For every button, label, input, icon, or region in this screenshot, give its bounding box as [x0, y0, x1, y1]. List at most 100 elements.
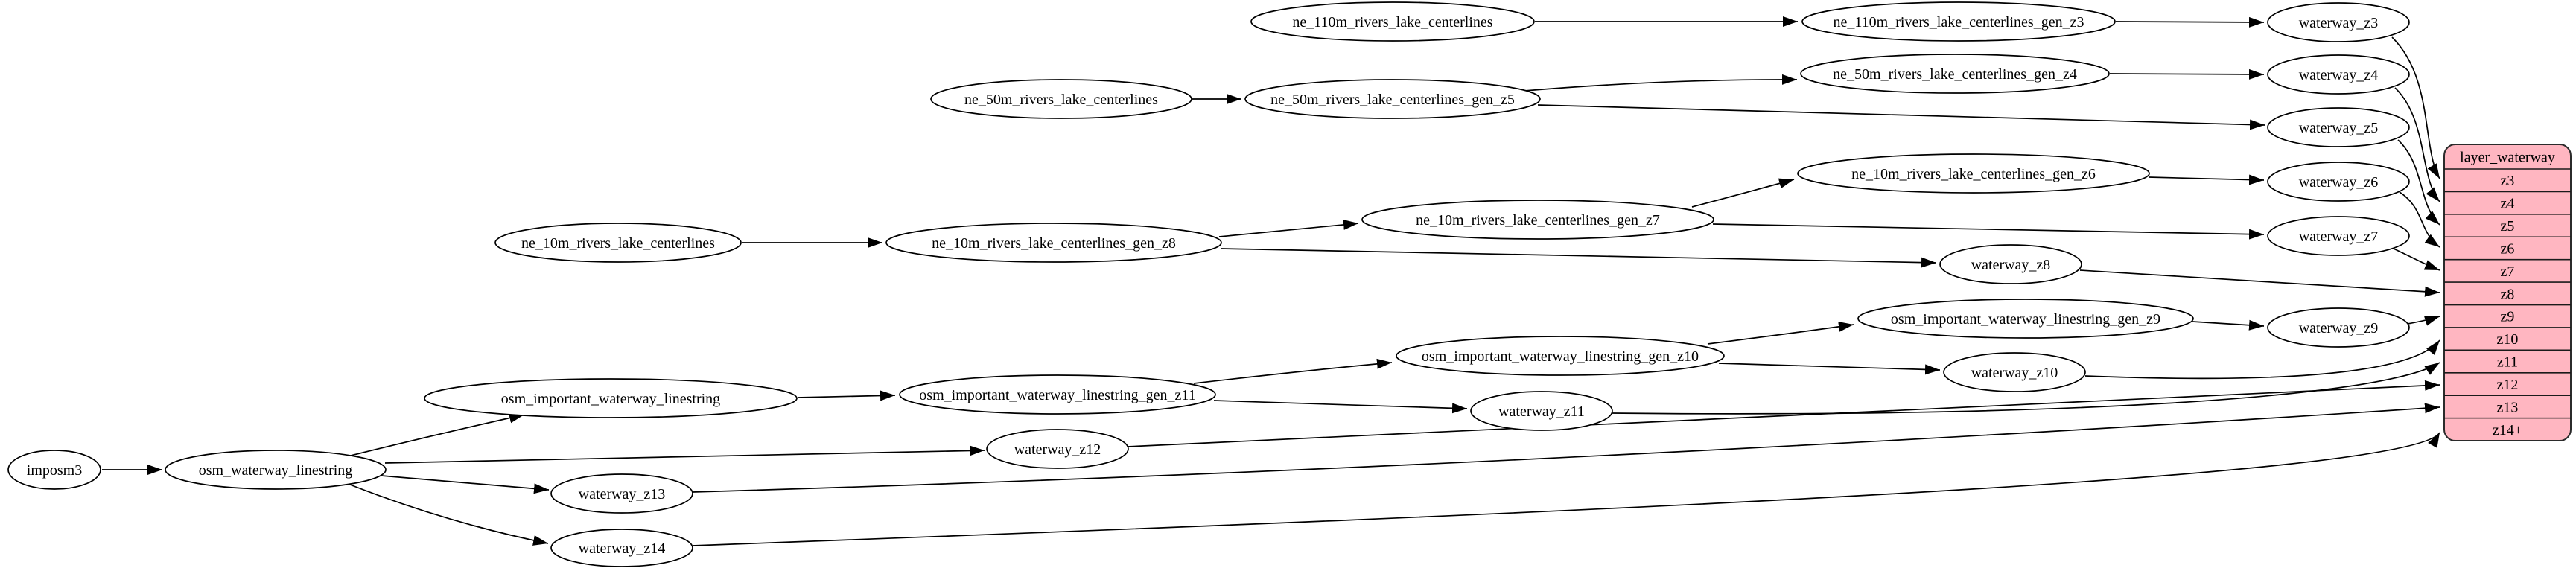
- edge-osm_important_waterway_linestring_gen_z10-to-waterway_z10: [1718, 363, 1941, 375]
- node-ellipse-waterway_z8: [1939, 244, 2082, 284]
- table-row-z8: z8: [2501, 286, 2515, 302]
- node-ellipse-ne_10m_rivers_lake_centerlines_gen_z6: [1797, 153, 2150, 194]
- edge-ne_10m_rivers_lake_centerlines_gen_z7-to-ne_10m_rivers_lake_centerlines_gen_z6: [1691, 178, 1795, 208]
- table-row-z3: z3: [2501, 173, 2515, 189]
- node-ne_10m_rivers_lake_centerlines_gen_z6: ne_10m_rivers_lake_centerlines_gen_z6: [1797, 153, 2150, 194]
- node-label-ne_50m_rivers_lake_centerlines_gen_z4: ne_50m_rivers_lake_centerlines_gen_z4: [1833, 66, 2077, 83]
- edge-osm_important_waterway_linestring_gen_z9-to-waterway_z9: [2192, 319, 2265, 331]
- node-label-ne_10m_rivers_lake_centerlines_gen_z6: ne_10m_rivers_lake_centerlines_gen_z6: [1851, 166, 2096, 182]
- node-ellipse-waterway_z4: [2267, 54, 2410, 95]
- node-ellipse-waterway_z10: [1943, 352, 2086, 392]
- node-ellipse-ne_50m_rivers_lake_centerlines_gen_z4: [1800, 54, 2110, 94]
- node-ellipse-ne_10m_rivers_lake_centerlines_gen_z7: [1361, 200, 1714, 240]
- node-waterway_z11: waterway_z11: [1470, 391, 1613, 431]
- layer-waterway-table-title: layer_waterway: [2460, 150, 2555, 166]
- node-ne_110m_rivers_lake_centerlines: ne_110m_rivers_lake_centerlines: [1250, 1, 1535, 42]
- table-row-z7: z7: [2501, 264, 2515, 280]
- node-label-osm_important_waterway_linestring_gen_z11: osm_important_waterway_linestring_gen_z1…: [919, 387, 1195, 403]
- node-ellipse-osm_important_waterway_linestring_gen_z10: [1396, 336, 1725, 376]
- node-ne_110m_rivers_lake_centerlines_gen_z3: ne_110m_rivers_lake_centerlines_gen_z3: [1801, 1, 2116, 42]
- table-row-z4: z4: [2501, 196, 2515, 212]
- edge-waterway_z6-to-layer_waterway-z6: [2399, 191, 2440, 248]
- edge-waterway_z11-to-layer_waterway-z11: [1611, 362, 2440, 415]
- edge-ne_10m_rivers_lake_centerlines_gen_z8-to-ne_10m_rivers_lake_centerlines_gen_z7: [1218, 219, 1359, 237]
- edge-osm_important_waterway_linestring_gen_z10-to-osm_important_waterway_linestring_gen_z9: [1707, 321, 1854, 345]
- node-label-waterway_z5: waterway_z5: [2299, 120, 2379, 136]
- node-ellipse-ne_10m_rivers_lake_centerlines: [494, 223, 742, 263]
- table-row-z10: z10: [2497, 331, 2519, 348]
- layer-waterway-table-body: [2443, 144, 2572, 442]
- node-label-ne_110m_rivers_lake_centerlines_gen_z3: ne_110m_rivers_lake_centerlines_gen_z3: [1834, 14, 2084, 31]
- table-row-z13: z13: [2497, 399, 2519, 415]
- node-ne_10m_rivers_lake_centerlines: ne_10m_rivers_lake_centerlines: [494, 223, 742, 263]
- table-row-z9: z9: [2501, 309, 2515, 325]
- node-layer: ne_110m_rivers_lake_centerlines ne_110m_r…: [7, 1, 2410, 567]
- node-osm_waterway_linestring: osm_waterway_linestring: [165, 450, 387, 490]
- table-row-z5: z5: [2501, 218, 2515, 234]
- node-label-waterway_z4: waterway_z4: [2299, 67, 2379, 83]
- node-label-waterway_z11: waterway_z11: [1498, 403, 1585, 420]
- node-label-waterway_z12: waterway_z12: [1014, 441, 1101, 458]
- node-osm_important_waterway_linestring_gen_z10: osm_important_waterway_linestring_gen_z1…: [1396, 336, 1725, 376]
- node-ellipse-waterway_z5: [2267, 107, 2410, 147]
- edge-waterway_z9-to-layer_waterway-z9: [2407, 316, 2440, 326]
- node-waterway_z14: waterway_z14: [550, 529, 693, 567]
- edge-waterway_z8-to-layer_waterway-z8: [2079, 269, 2440, 297]
- edge-ne_50m_rivers_lake_centerlines_gen_z5-to-ne_50m_rivers_lake_centerlines_gen_z4: [1524, 74, 1798, 92]
- node-waterway_z10: waterway_z10: [1943, 352, 2086, 392]
- edge-ne_10m_rivers_lake_centerlines_gen_z6-to-waterway_z6: [2148, 174, 2265, 185]
- node-waterway_z8: waterway_z8: [1939, 244, 2082, 284]
- node-ellipse-waterway_z3: [2267, 2, 2410, 42]
- node-label-waterway_z8: waterway_z8: [1971, 257, 2051, 273]
- node-waterway_z13: waterway_z13: [550, 473, 693, 514]
- node-ellipse-osm_important_waterway_linestring_gen_z11: [899, 374, 1216, 415]
- edge-ne_50m_rivers_lake_centerlines_gen_z5-to-waterway_z5: [1537, 104, 2265, 130]
- node-label-osm_important_waterway_linestring: osm_important_waterway_linestring: [501, 391, 720, 407]
- node-ne_50m_rivers_lake_centerlines_gen_z4: ne_50m_rivers_lake_centerlines_gen_z4: [1800, 54, 2110, 94]
- node-ne_50m_rivers_lake_centerlines_gen_z5: ne_50m_rivers_lake_centerlines_gen_z5: [1244, 79, 1541, 119]
- edge-waterway_z14-to-layer_waterway-z14+: [692, 432, 2440, 546]
- node-ellipse-waterway_z13: [550, 473, 693, 514]
- edge-osm_waterway_linestring-to-waterway_z13: [381, 475, 550, 494]
- node-label-ne_50m_rivers_lake_centerlines: ne_50m_rivers_lake_centerlines: [964, 92, 1158, 108]
- edge-waterway_z4-to-layer_waterway-z4: [2394, 87, 2440, 202]
- node-ellipse-ne_110m_rivers_lake_centerlines: [1250, 1, 1535, 42]
- node-ellipse-waterway_z12: [986, 429, 1129, 469]
- table-row-z14+: z14+: [2493, 422, 2522, 438]
- node-waterway_z12: waterway_z12: [986, 429, 1129, 469]
- table-row-z11: z11: [2497, 354, 2518, 371]
- node-label-osm_important_waterway_linestring_gen_z9: osm_important_waterway_linestring_gen_z9: [1891, 311, 2160, 328]
- node-label-imposm3: imposm3: [27, 462, 82, 479]
- node-ellipse-waterway_z7: [2267, 216, 2410, 256]
- node-osm_important_waterway_linestring_gen_z11: osm_important_waterway_linestring_gen_z1…: [899, 374, 1216, 415]
- edge-osm_waterway_linestring-to-waterway_z14: [349, 484, 549, 546]
- node-ellipse-imposm3: [7, 450, 101, 490]
- edge-waterway_z5-to-layer_waterway-z5: [2397, 139, 2440, 226]
- node-label-waterway_z3: waterway_z3: [2299, 15, 2379, 31]
- node-ne_10m_rivers_lake_centerlines_gen_z8: ne_10m_rivers_lake_centerlines_gen_z8: [885, 223, 1222, 263]
- node-ellipse-ne_10m_rivers_lake_centerlines_gen_z8: [885, 223, 1222, 263]
- node-label-waterway_z14: waterway_z14: [579, 540, 666, 557]
- node-ellipse-ne_110m_rivers_lake_centerlines_gen_z3: [1801, 1, 2116, 42]
- node-ellipse-waterway_z11: [1470, 391, 1613, 431]
- edge-waterway_z3-to-layer_waterway-z3: [2391, 36, 2440, 179]
- node-label-waterway_z9: waterway_z9: [2299, 320, 2379, 336]
- edge-osm_important_waterway_linestring_gen_z11-to-osm_important_waterway_linestring_gen_z10: [1193, 358, 1393, 384]
- node-waterway_z4: waterway_z4: [2267, 54, 2410, 95]
- node-ellipse-waterway_z14: [550, 529, 693, 567]
- edge-waterway_z10-to-layer_waterway-z10: [2084, 339, 2440, 380]
- node-waterway_z9: waterway_z9: [2267, 307, 2410, 348]
- edge-layer: [102, 16, 2440, 546]
- node-waterway_z6: waterway_z6: [2267, 162, 2410, 202]
- node-waterway_z7: waterway_z7: [2267, 216, 2410, 256]
- node-label-ne_10m_rivers_lake_centerlines_gen_z8: ne_10m_rivers_lake_centerlines_gen_z8: [932, 235, 1176, 252]
- node-waterway_z5: waterway_z5: [2267, 107, 2410, 147]
- node-ellipse-ne_50m_rivers_lake_centerlines_gen_z5: [1244, 79, 1541, 119]
- node-ne_10m_rivers_lake_centerlines_gen_z7: ne_10m_rivers_lake_centerlines_gen_z7: [1361, 200, 1714, 240]
- edge-waterway_z13-to-layer_waterway-z13: [692, 403, 2440, 493]
- node-label-osm_waterway_linestring: osm_waterway_linestring: [199, 462, 353, 479]
- table-row-z12: z12: [2497, 377, 2519, 393]
- edge-osm_important_waterway_linestring_gen_z11-to-waterway_z11: [1213, 400, 1468, 414]
